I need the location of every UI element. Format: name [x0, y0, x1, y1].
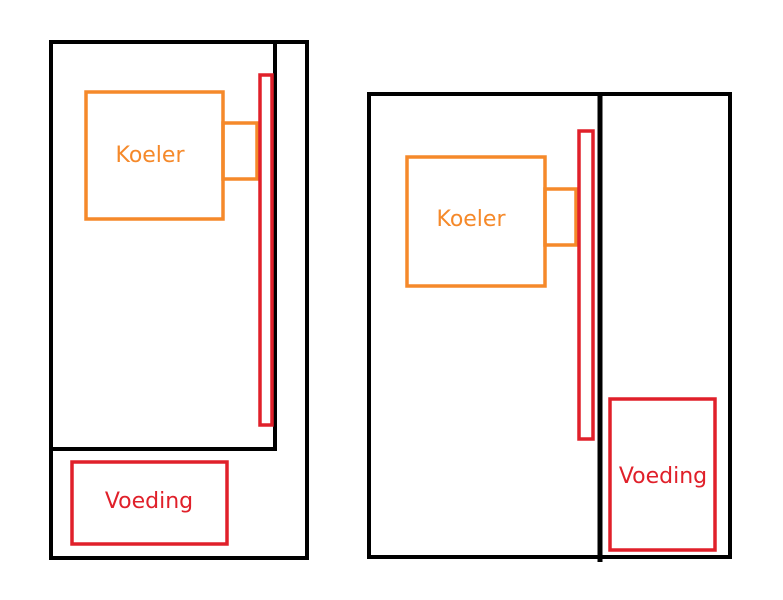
layout-psu-bottom: Koeler Voeding — [49, 40, 309, 560]
case-outline — [367, 92, 732, 559]
psu-box — [608, 397, 717, 552]
cooler-label: Koeler — [436, 207, 506, 232]
psu-label: Voeding — [105, 489, 193, 514]
layout-psu-side: Koeler Voeding — [367, 92, 732, 562]
cooler-connector — [543, 187, 578, 247]
main-chamber-outline — [51, 42, 277, 451]
cable-strip — [258, 73, 274, 427]
psu-label: Voeding — [619, 464, 707, 489]
case-outline — [49, 40, 309, 560]
cooler-connector — [221, 121, 259, 181]
cable-strip — [577, 129, 595, 441]
cooler-label: Koeler — [115, 143, 185, 168]
psu-box — [70, 460, 229, 546]
